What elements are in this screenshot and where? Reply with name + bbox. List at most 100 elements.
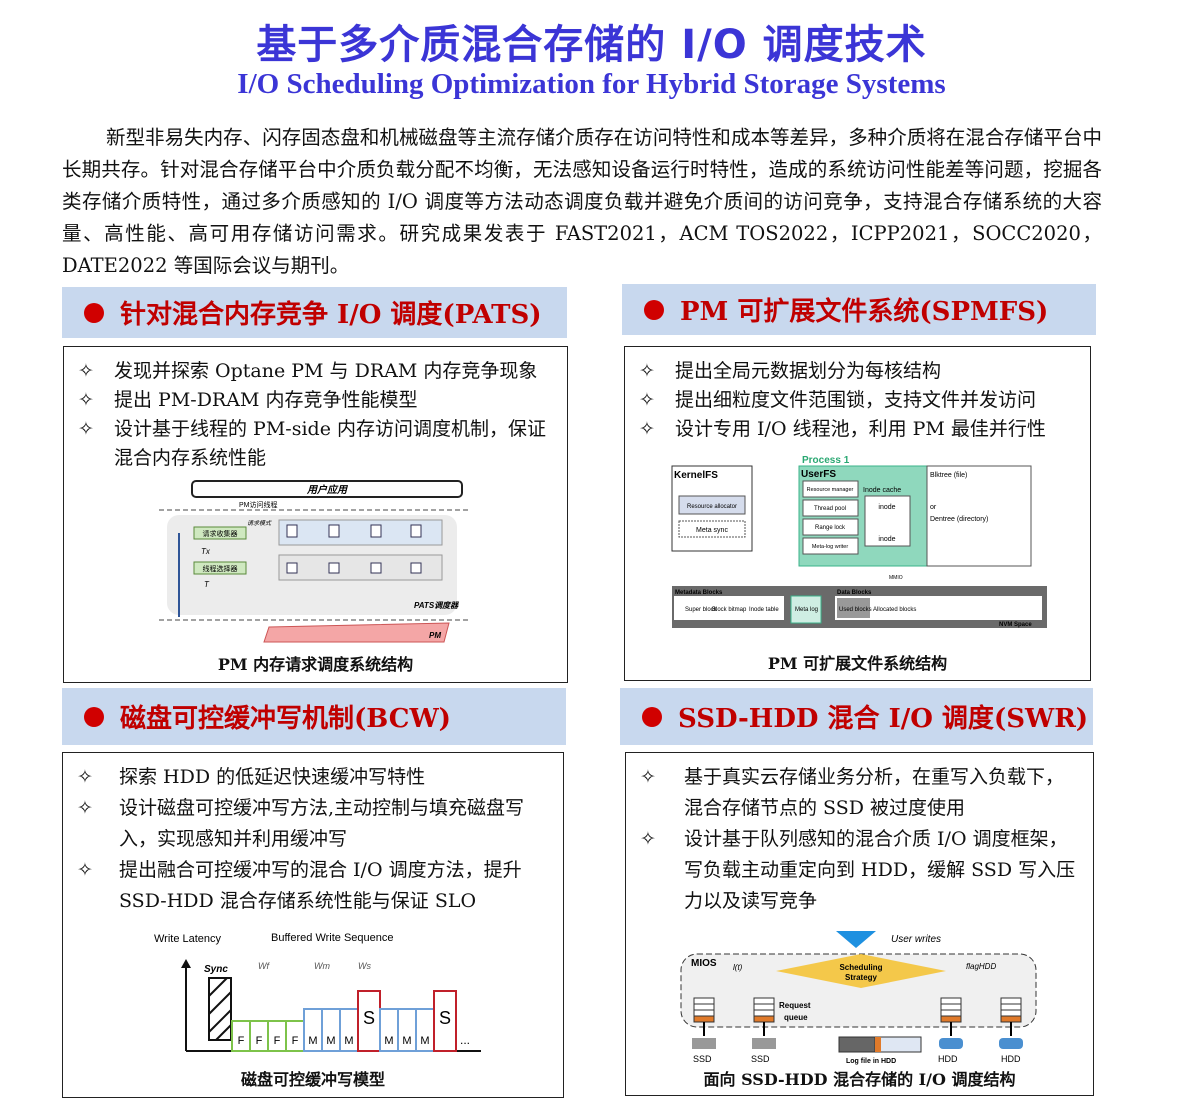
section-box-swr: ✧基于真实云存储业务分析，在重写入负载下，混合存储节点的 SSD 被过度使用 ✧… (625, 752, 1094, 1096)
svg-text:Meta sync: Meta sync (696, 527, 728, 534)
svg-text:SSD: SSD (751, 1054, 770, 1064)
section-heading-swr: SSD-HDD 混合 I/O 调度(SWR) (620, 688, 1093, 745)
svg-text:inode: inode (878, 536, 895, 543)
figure-caption: 磁盘可控缓冲写模型 (240, 1070, 385, 1089)
svg-text:MIOS: MIOS (691, 958, 717, 969)
svg-text:Tx: Tx (201, 547, 211, 556)
svg-text:Wf: Wf (258, 961, 270, 971)
svg-text:Buffered Write Sequence: Buffered Write Sequence (271, 932, 394, 944)
write-block-label: F (238, 1035, 245, 1047)
write-block (433, 990, 457, 1052)
svg-text:Inode table: Inode table (749, 607, 779, 613)
svg-text:HDD: HDD (1001, 1054, 1021, 1064)
svg-text:Blktree (file): Blktree (file) (930, 472, 967, 479)
range-lock-label: Range lock (815, 525, 846, 531)
bullet-item: ✧提出细粒度文件范围锁，支持文件并发访问 (639, 389, 1037, 411)
write-block-label: M (384, 1035, 393, 1047)
figure-caption: PM 内存请求调度系统结构 (217, 655, 414, 674)
bullet-dot-icon (642, 706, 662, 727)
bullet-item: ✧发现并探索 Optane PM 与 DRAM 内存竞争现象 (78, 360, 538, 382)
svg-text:inode: inode (878, 504, 895, 511)
spmfs-diagram: KernelFS Resource allocator Meta sync Pr… (671, 455, 1047, 628)
svg-text:Request: Request (779, 1001, 811, 1010)
heading-text: PM 可扩展文件系统(SPMFS) (680, 297, 1049, 327)
bullet-item: ✧设计专用 I/O 线程池，利用 PM 最佳并行性 (639, 418, 1046, 440)
request-queue (999, 997, 1023, 1049)
section-box-bcw: ✧探索 HDD 的低延迟快速缓冲写特性 ✧设计磁盘可控缓冲写方法,主动控制与填充… (62, 752, 564, 1098)
write-block-label: M (420, 1035, 429, 1047)
bullet-item: ✧提出 PM-DRAM 内存竞争性能模型 (78, 389, 418, 411)
resource-allocator-label: Resource allocator (687, 504, 737, 510)
svg-text:Wm: Wm (314, 961, 330, 971)
write-block-label: M (344, 1035, 353, 1047)
svg-text:queue: queue (784, 1013, 808, 1022)
svg-text:KernelFS: KernelFS (674, 470, 718, 481)
figure-caption: 面向 SSD-HDD 混合存储的 I/O 调度结构 (703, 1070, 1016, 1089)
svg-text:UserFS: UserFS (801, 469, 836, 480)
bullet-item: ✧提出全局元数据划分为每核结构 (639, 360, 942, 382)
write-block-label: M (308, 1035, 317, 1047)
write-block-label: M (326, 1035, 335, 1047)
section-box-pats: ✧发现并探索 Optane PM 与 DRAM 内存竞争现象 ✧提出 PM-DR… (63, 346, 568, 683)
section-heading-spmfs: PM 可扩展文件系统(SPMFS) (622, 284, 1096, 335)
write-block-label: F (292, 1035, 299, 1047)
bullet-item: ✧基于真实云存储业务分析，在重写入负载下，混合存储节点的 SSD 被过度使用 (640, 766, 1065, 819)
bullet-dot-icon (84, 302, 104, 323)
request-queue (939, 997, 963, 1049)
thread-pool-label: Thread pool (814, 506, 846, 512)
svg-text:l(t): l(t) (733, 963, 743, 972)
svg-text:Write Latency: Write Latency (154, 933, 222, 945)
svg-text:PM: PM (429, 631, 441, 640)
pats-diagram: 用户应用 PM访问线程 请求收集器 请求模式 线程选择器 Tx T PATS调度… (159, 480, 469, 643)
svg-text:Dentree (directory): Dentree (directory) (930, 516, 988, 523)
svg-text:Scheduling: Scheduling (839, 963, 882, 972)
svg-text:Inode cache: Inode cache (863, 487, 901, 494)
svg-text:PM访问线程: PM访问线程 (239, 500, 278, 509)
bullet-dot-icon (84, 706, 104, 727)
bullet-dot-icon (644, 299, 664, 320)
write-block-label: F (256, 1035, 263, 1047)
svg-text:T: T (204, 580, 210, 589)
svg-text:or: or (930, 504, 937, 511)
section-heading-pats: 针对混合内存竞争 I/O 调度(PATS) (62, 287, 567, 338)
svg-text:Strategy: Strategy (845, 973, 878, 982)
bullet-item: ✧提出融合可控缓冲写的混合 I/O 调度方法，提升 SSD-HDD 混合存储系统… (77, 859, 522, 912)
svg-text:flagHDD: flagHDD (966, 962, 996, 971)
svg-text:Sync: Sync (204, 964, 228, 975)
svg-text:Data Blocks: Data Blocks (837, 590, 872, 596)
write-block-label: S (363, 1008, 375, 1028)
bcw-diagram: Write Latency Buffered Write Sequence Sy… (154, 932, 481, 1052)
swr-diagram: User writes MIOS l(t) Scheduling Strateg… (680, 931, 1037, 1065)
title-cn: 基于多介质混合存储的 I/O 调度技术 (256, 22, 927, 68)
more-label: ... (460, 1033, 470, 1047)
heading-text: 磁盘可控缓冲写机制(BCW) (120, 704, 451, 734)
svg-text:Ws: Ws (358, 961, 371, 971)
meta-log-writer-label: Meta-log writer (812, 544, 849, 550)
svg-text:请求收集器: 请求收集器 (203, 529, 238, 538)
svg-text:线程选择器: 线程选择器 (203, 564, 238, 573)
svg-text:MMIO: MMIO (889, 575, 903, 581)
request-queue (692, 997, 716, 1049)
svg-text:HDD: HDD (938, 1054, 958, 1064)
svg-text:Metadata Blocks: Metadata Blocks (675, 590, 723, 596)
title-en: I/O Scheduling Optimization for Hybrid S… (237, 68, 946, 100)
resource-manager-label: Resource manager (807, 487, 854, 493)
svg-text:Super block: Super block (685, 607, 718, 613)
bullet-item: ✧设计基于队列感知的混合介质 I/O 调度框架，写负载主动重定向到 HDD，缓解… (640, 828, 1076, 912)
section-box-spmfs: ✧提出全局元数据划分为每核结构 ✧提出细粒度文件范围锁，支持文件并发访问 ✧设计… (624, 346, 1091, 681)
bullet-item: ✧设计磁盘可控缓冲写方法,主动控制与填充磁盘写入，实现感知并利用缓冲写 (77, 797, 525, 850)
bullet-item: ✧探索 HDD 的低延迟快速缓冲写特性 (77, 766, 426, 788)
intro-paragraph: 新型非易失内存、闪存固态盘和机械磁盘等主流存储介质存在访问特性和成本等差异，多种… (62, 126, 1102, 277)
svg-text:Used blocks: Used blocks (839, 607, 872, 613)
bullet-item: ✧设计基于线程的 PM-side 内存访问调度机制，保证混合内存系统性能 (78, 418, 546, 469)
svg-text:SSD: SSD (693, 1054, 712, 1064)
svg-text:Meta log: Meta log (795, 607, 818, 613)
svg-text:请求模式: 请求模式 (247, 519, 272, 527)
svg-text:NVM Space: NVM Space (999, 622, 1032, 628)
figure-caption: PM 可扩展文件系统结构 (767, 654, 948, 673)
svg-text:User writes: User writes (891, 934, 941, 945)
write-block-label: M (402, 1035, 411, 1047)
write-block-label: S (439, 1008, 451, 1028)
svg-text:Process 1: Process 1 (802, 455, 850, 466)
svg-text:PATS调度器: PATS调度器 (414, 601, 459, 610)
